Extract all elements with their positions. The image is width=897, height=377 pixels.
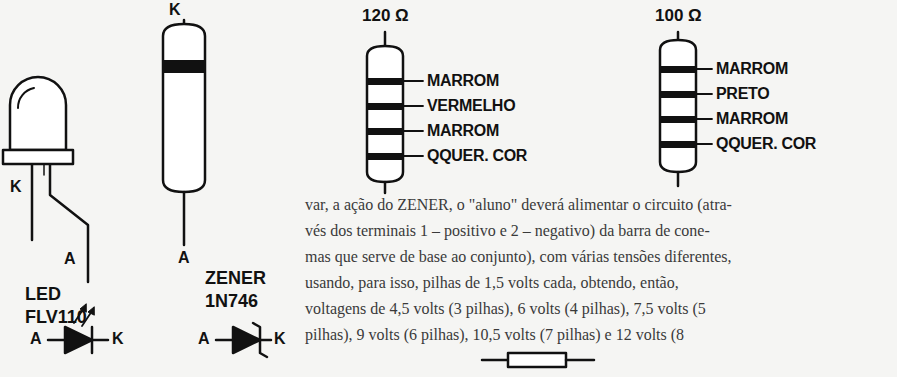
- pin-label: K: [10, 178, 22, 196]
- resistor-value: 100 Ω: [655, 6, 702, 26]
- color-band-label: QQUER. COR: [716, 135, 816, 153]
- pin-label: K: [169, 1, 181, 19]
- body-text-line: usando, para isso, pilhas de 1,5 volts c…: [305, 274, 679, 292]
- body-text-line: voltagens de 4,5 volts (3 pilhas), 6 vol…: [305, 300, 706, 318]
- pin-label: A: [64, 250, 76, 268]
- zener-drawing: [163, 20, 205, 245]
- resistor-100-drawing: [659, 32, 712, 186]
- color-band-label: PRETO: [716, 85, 769, 103]
- pin-label: A: [198, 330, 210, 348]
- color-band-label: QQUER. COR: [427, 147, 527, 165]
- pin-label: K: [112, 330, 124, 348]
- color-band-label: MARROM: [427, 122, 499, 140]
- color-band-label: MARROM: [427, 72, 499, 90]
- body-text-line: var, a ação do ZENER, o "aluno" deverá a…: [305, 196, 732, 214]
- color-band-label: MARROM: [716, 60, 788, 78]
- body-text-line: vés dos terminais 1 – positivo e 2 – neg…: [305, 222, 710, 240]
- body-text-line: mas que serve de base ao conjunto), com …: [305, 248, 732, 266]
- zener-symbol: [216, 323, 271, 357]
- resistor-symbol: [482, 353, 594, 367]
- part-number: 1N746: [205, 291, 258, 312]
- part-name: ZENER: [205, 268, 266, 289]
- resistor-value: 120 Ω: [362, 6, 409, 26]
- part-name: LED: [25, 284, 61, 305]
- pin-label: A: [178, 249, 190, 267]
- color-band-label: VERMELHO: [427, 97, 515, 115]
- body-text-line: pilhas), 9 volts (6 pilhas), 10,5 volts …: [305, 326, 684, 344]
- resistor-120-drawing: [366, 32, 423, 193]
- pin-label: K: [274, 330, 286, 348]
- pin-label: A: [30, 330, 42, 348]
- led-drawing: [3, 77, 88, 282]
- color-band-label: MARROM: [716, 110, 788, 128]
- part-number: FLV110: [25, 307, 87, 328]
